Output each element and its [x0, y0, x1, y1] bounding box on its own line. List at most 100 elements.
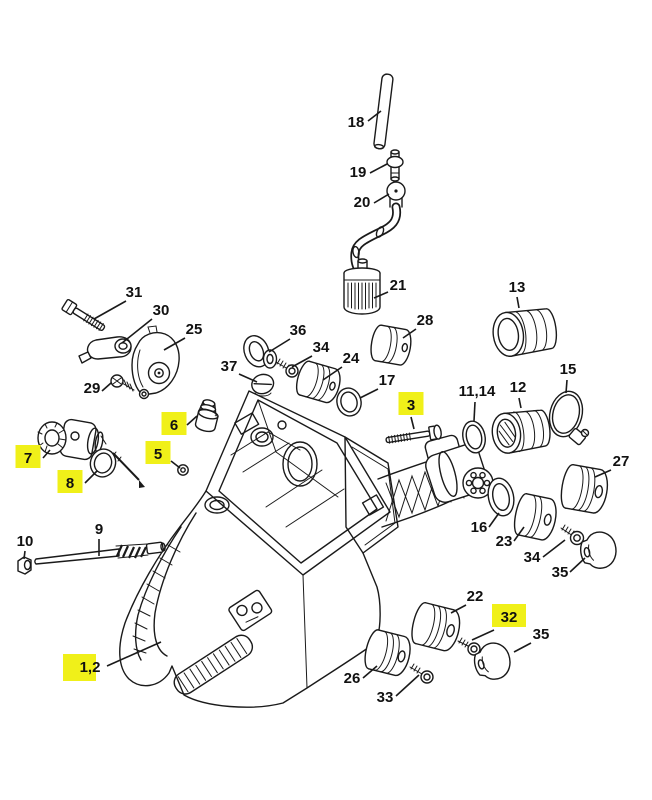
part-5-washer	[177, 464, 189, 476]
leader-line-23	[513, 526, 525, 542]
leader-line-26	[362, 665, 378, 679]
leader-line-19	[369, 163, 388, 174]
leader-line-1-2	[106, 641, 162, 667]
part-label-8: 8	[66, 475, 74, 492]
part-label-18: 18	[348, 114, 365, 131]
part-9-tensioner-rod	[34, 541, 166, 565]
part-22-annular-buffer	[411, 601, 461, 652]
part-label-13: 13	[509, 279, 526, 296]
part-21-fuel-filter	[343, 258, 381, 315]
leader-line-10	[23, 550, 26, 560]
part-label-3: 3	[407, 397, 415, 414]
highlight-box-3	[398, 392, 424, 415]
leader-line-5	[170, 460, 181, 469]
part-label-37: 37	[221, 358, 238, 375]
part-29-screw	[110, 374, 135, 392]
leader-line-18	[367, 110, 382, 122]
leader-line-25	[163, 337, 186, 351]
part-36-grommet	[243, 335, 278, 369]
part-label-5: 5	[154, 446, 162, 463]
part-19-connector	[386, 149, 404, 182]
part-37-plug	[251, 373, 275, 397]
part-label-21: 21	[390, 277, 407, 294]
part-label-27: 27	[613, 453, 630, 470]
part-label-22: 22	[467, 588, 484, 605]
leader-line-7	[42, 449, 51, 459]
part-label-29: 29	[84, 380, 101, 397]
highlight-box-5	[145, 441, 171, 464]
part-13-sleeve	[492, 308, 558, 357]
leader-line-35	[569, 557, 586, 573]
leader-line-24	[322, 366, 343, 381]
part-17-o-ring	[336, 387, 362, 417]
part-label-1-2: 1,2	[80, 659, 101, 676]
part-label-32: 32	[501, 609, 518, 626]
part-label-33: 33	[377, 689, 394, 706]
leader-line-36	[268, 338, 291, 353]
leader-line-29	[101, 382, 112, 392]
part-label-19: 19	[350, 164, 367, 181]
part-label-28: 28	[417, 312, 434, 329]
leader-line-33	[395, 674, 420, 697]
part-12-manifold	[491, 409, 551, 454]
highlight-box-1-2	[63, 654, 96, 681]
part-label-24: 24	[343, 350, 360, 367]
highlight-box-32	[492, 604, 526, 627]
leader-line-32	[471, 629, 495, 641]
leader-line-34	[542, 539, 566, 558]
part-26-annular-buffer	[364, 629, 411, 677]
leader-line-13	[516, 296, 520, 309]
part-3-screw	[385, 424, 442, 444]
part-7-oil-pump	[37, 418, 107, 461]
leader-line-35	[513, 642, 532, 653]
part-1-2-motor-housing	[119, 390, 399, 708]
part-25-cover	[131, 325, 180, 400]
part-label-6: 6	[170, 417, 178, 434]
part-label-15: 15	[560, 361, 577, 378]
leader-line-27	[594, 469, 612, 478]
leader-line-12	[518, 397, 522, 409]
housing-rear-handle-beam	[377, 434, 494, 528]
leader-line-16	[488, 512, 500, 528]
part-label-31: 31	[126, 284, 143, 301]
part-31-bolt	[61, 298, 106, 332]
part-34-screw-bottom	[560, 524, 585, 546]
highlight-box-8	[57, 470, 83, 493]
part-10-nut	[17, 556, 32, 575]
part-15-clamp	[548, 390, 590, 446]
leader-line-37	[238, 373, 258, 383]
leader-line-30	[121, 318, 153, 344]
part-34-screw-top	[275, 358, 299, 378]
part-30-bracket	[78, 336, 132, 364]
leader-line-28	[402, 328, 417, 339]
part-label-16: 16	[471, 519, 488, 536]
part-18-fuel-hose	[373, 73, 394, 150]
part-11-14-o-ring	[462, 420, 486, 454]
part-20-elbow-hose	[350, 181, 406, 279]
leader-line-3	[410, 416, 415, 430]
part-27-annular-buffer	[560, 463, 609, 514]
part-label-7: 7	[24, 450, 32, 467]
part-label-20: 20	[354, 194, 371, 211]
leader-line-17	[359, 388, 379, 399]
leader-line-8	[84, 470, 98, 484]
part-35-cover-mid	[577, 528, 620, 573]
part-33-screw	[409, 663, 434, 684]
part-label-23: 23	[496, 533, 513, 550]
part-label-9: 9	[95, 521, 103, 538]
part-label-36: 36	[290, 322, 307, 339]
part-24-annular-buffer	[295, 360, 341, 404]
part-label-26: 26	[344, 670, 361, 687]
leader-line-11-14	[473, 401, 476, 422]
part-8-o-ring-needle	[89, 448, 145, 488]
leader-line-6	[186, 415, 198, 426]
leader-line-21	[373, 291, 389, 299]
part-label-34: 34	[313, 339, 330, 356]
part-label-10: 10	[17, 533, 34, 550]
leader-line-20	[373, 193, 390, 204]
part-label-35: 35	[533, 626, 550, 643]
leader-line-22	[450, 604, 467, 614]
highlight-box-6	[161, 412, 187, 435]
